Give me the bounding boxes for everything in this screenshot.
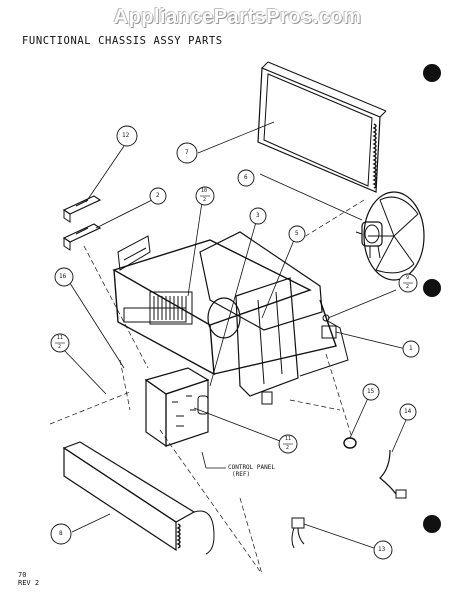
evaporator-coil (62, 441, 215, 555)
callout-15-circle (362, 383, 380, 401)
callout-9-num: 9 (406, 275, 410, 281)
footer-page-number: 70 (18, 571, 27, 579)
dashed-guide-lines (49, 199, 365, 575)
callout-8-circle (50, 523, 72, 545)
leader-lines (63, 121, 407, 549)
callout-1: 1 (409, 345, 413, 352)
loose-small-parts (291, 437, 407, 549)
callout-6-circle (237, 169, 255, 187)
callout-10-den: 2 (203, 197, 207, 203)
footer-revision: REV 2 (18, 579, 40, 587)
callout-3-circle (249, 207, 267, 225)
callout-2-circle (149, 187, 167, 205)
callout-11b-den: 2 (286, 445, 290, 451)
callout-11a-den: 2 (58, 344, 62, 350)
callout-6: 6 (244, 174, 248, 181)
callout-9-den: 2 (406, 284, 410, 290)
callout-1-circle (402, 340, 420, 358)
callout-5-circle (288, 225, 306, 243)
callout-13: 13 (378, 546, 386, 553)
control-panel-ref: (REF) (232, 471, 251, 478)
side-bracket-parts (62, 195, 102, 251)
fan-and-motor (355, 191, 425, 281)
callout-8: 8 (59, 530, 63, 537)
binder-hole-top (423, 64, 441, 82)
chassis-base (112, 231, 349, 405)
fraction-bars (55, 195, 413, 445)
callout-7-circle (176, 142, 198, 164)
callout-11b-num: 11 (285, 436, 292, 442)
callout-11a-num: 11 (57, 335, 64, 341)
callout-16: 16 (59, 273, 67, 280)
watermark: AppliancePartsPros.com (113, 6, 362, 28)
callout-13-circle (373, 540, 393, 560)
callout-15: 15 (367, 388, 375, 395)
callout-3: 3 (256, 212, 260, 219)
diagram-title: FUNCTIONAL CHASSIS ASSY PARTS (22, 35, 223, 47)
binder-hole-middle (423, 279, 441, 297)
binder-hole-bottom (423, 515, 441, 533)
callout-14: 14 (404, 408, 412, 415)
callout-10-num: 10 (201, 188, 208, 194)
callout-2: 2 (156, 192, 160, 199)
callout-7: 7 (185, 149, 189, 156)
callout-12-circle (116, 125, 138, 147)
control-panel-label: CONTROL PANEL (228, 464, 275, 471)
page-footer: 70 REV 2 (18, 571, 39, 587)
callout-16-circle (54, 267, 74, 287)
callout-circles (50, 125, 420, 560)
callout-12: 12 (122, 132, 130, 139)
condenser-coil (257, 61, 387, 193)
callout-14-circle (399, 403, 417, 421)
callout-5: 5 (295, 230, 299, 237)
control-box (144, 367, 210, 448)
